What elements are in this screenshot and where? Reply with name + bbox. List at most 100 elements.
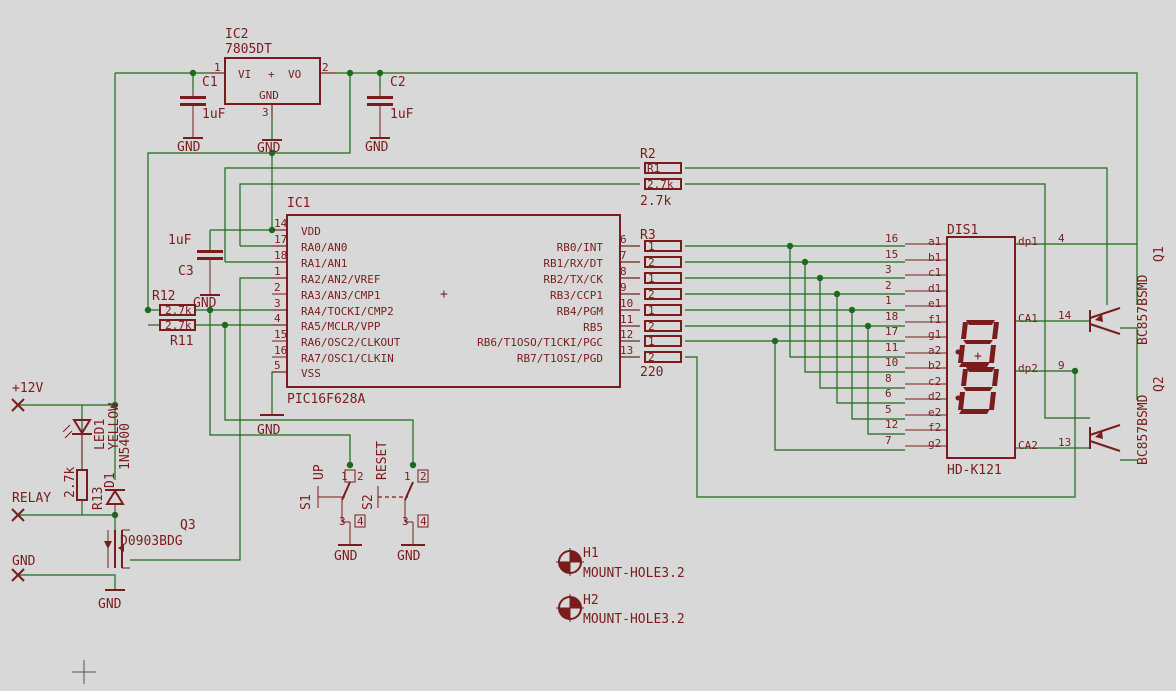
led-name: LED1 — [93, 419, 108, 450]
r3-element — [644, 304, 682, 316]
display-segment-label: f1 — [928, 313, 941, 326]
display-pin-number: 2 — [885, 279, 892, 292]
display-pin-number: 10 — [885, 356, 898, 369]
r12-name: R12 — [152, 289, 175, 304]
regulator-vi-label: VI — [238, 68, 251, 81]
c3-name: C3 — [178, 264, 194, 279]
r2-name: R2 — [640, 147, 656, 162]
mcu-pin-number: 11 — [620, 313, 633, 326]
display-right-pin-label: dp1 — [1018, 235, 1038, 248]
s2-name: S2 — [361, 494, 376, 510]
r3-element — [644, 256, 682, 268]
s1-pin3: 3 — [339, 515, 346, 528]
c1-value: 1uF — [202, 107, 226, 122]
s1-pin4: 4 — [357, 515, 364, 528]
display-pin-number: 15 — [885, 248, 898, 261]
regulator-plus-mark: + — [268, 68, 275, 81]
mcu-pin-label: RA4/TOCKI/CMP2 — [301, 305, 394, 318]
q2-name: Q2 — [1152, 376, 1167, 392]
power-section: +12V RELAY GND LED1 YELLOW 2.7k R13 D1 1… — [11, 381, 196, 612]
display-pin-number: 18 — [885, 310, 898, 323]
r13-name: R13 — [91, 487, 106, 510]
display-segment-label: e1 — [928, 297, 941, 310]
c1-name: C1 — [202, 75, 218, 90]
digit-2 — [955, 367, 999, 414]
s2-pin1: 1 — [404, 470, 411, 483]
s1-pin2: 2 — [357, 470, 364, 483]
mount-hole-h1: H1 MOUNT-HOLE3.2 — [556, 546, 685, 581]
r3-element-pin: 2 — [648, 320, 655, 333]
s1-label: UP — [312, 464, 327, 480]
display-right-pin-label: CA1 — [1018, 312, 1038, 325]
s1-pin1: 1 — [341, 470, 348, 483]
c1-gnd: GND — [177, 140, 201, 155]
display-segment-label: g2 — [928, 437, 941, 450]
mcu-pin-label: RA0/AN0 — [301, 241, 347, 254]
mcu-pin-number: 17 — [274, 233, 287, 246]
r3-element-pin: 1 — [648, 240, 655, 253]
mcu-pin-number: 8 — [620, 265, 627, 278]
display-pin-number: 5 — [885, 403, 892, 416]
display-segment-label: a1 — [928, 235, 941, 248]
r3-name: R3 — [640, 228, 656, 243]
r3-element-pin: 1 — [648, 335, 655, 348]
mcu-pin-number: 7 — [620, 249, 627, 262]
r3-element — [644, 240, 682, 252]
r11-name: R11 — [170, 334, 193, 349]
display-pin-number: 12 — [885, 418, 898, 431]
c2-value: 1uF — [390, 107, 414, 122]
display-right-pin-number: 4 — [1058, 232, 1065, 245]
display-segment-label: c1 — [928, 266, 941, 279]
display-segment-label: g1 — [928, 328, 941, 341]
diode-name: D1 — [103, 472, 118, 488]
display-pin-number: 8 — [885, 372, 892, 385]
seven-segment-digits: + — [955, 320, 999, 414]
display-segment-label: d1 — [928, 282, 941, 295]
mcu-pin-label: RB4/PGM — [557, 305, 604, 318]
display-pin-number: 1 — [885, 294, 892, 307]
relay-label: RELAY — [12, 491, 51, 506]
r2-value: 2.7k — [640, 194, 671, 209]
q3-gnd: GND — [98, 597, 122, 612]
mcu-pin-label: RA3/AN3/CMP1 — [301, 289, 380, 302]
switch-s1: 1 2 3 4 S1 UP GND — [299, 464, 366, 564]
q1-name: Q1 — [1152, 246, 1167, 262]
mosfet-q3: Q3 D0903BDG GND — [98, 518, 196, 612]
regulator-ic2: IC2 7805DT VI + VO GND 1 2 3 GND — [210, 27, 335, 156]
c2-gnd: GND — [365, 140, 389, 155]
mcu-value: PIC16F628A — [287, 392, 365, 407]
mcu-pin-number: 15 — [274, 328, 287, 341]
r3-element — [644, 288, 682, 300]
h1-name: H1 — [583, 546, 599, 561]
display-pin-number: 3 — [885, 263, 892, 276]
regulator-pin1: 1 — [214, 61, 221, 74]
display-name: DIS1 — [947, 223, 978, 238]
c3-value: 1uF — [168, 233, 192, 248]
mcu-pin-number: 12 — [620, 328, 633, 341]
v12-label: +12V — [12, 381, 43, 396]
mcu-pin-number: 5 — [274, 359, 281, 372]
switch-s2: 1 2 3 4 S2 RESET GND — [361, 441, 429, 564]
q3-type: D0903BDG — [120, 534, 183, 549]
q1-type: BC857BSMD — [1136, 274, 1151, 345]
mcu-pin-label: RB3/CCP1 — [550, 289, 603, 302]
r3-element-pin: 2 — [648, 256, 655, 269]
capacitor-c1: C1 1uF GND — [177, 75, 226, 155]
transistor-q2: BC857BSMD Q2 — [1089, 376, 1167, 465]
s2-gnd: GND — [397, 549, 421, 564]
mcu-pin-label: VSS — [301, 367, 321, 380]
regulator-value: 7805DT — [225, 42, 272, 57]
mcu-pin-number: 13 — [620, 344, 633, 357]
origin-cross — [72, 660, 96, 684]
s1-gnd: GND — [334, 549, 358, 564]
r3-element — [644, 272, 682, 284]
s2-label: RESET — [375, 441, 390, 480]
mcu-pin-label: VDD — [301, 225, 321, 238]
mcu-pin-label: RA5/MCLR/VPP — [301, 320, 381, 333]
mcu-pin-label: RA1/AN1 — [301, 257, 347, 270]
regulator-gnd-label: GND — [259, 89, 279, 102]
